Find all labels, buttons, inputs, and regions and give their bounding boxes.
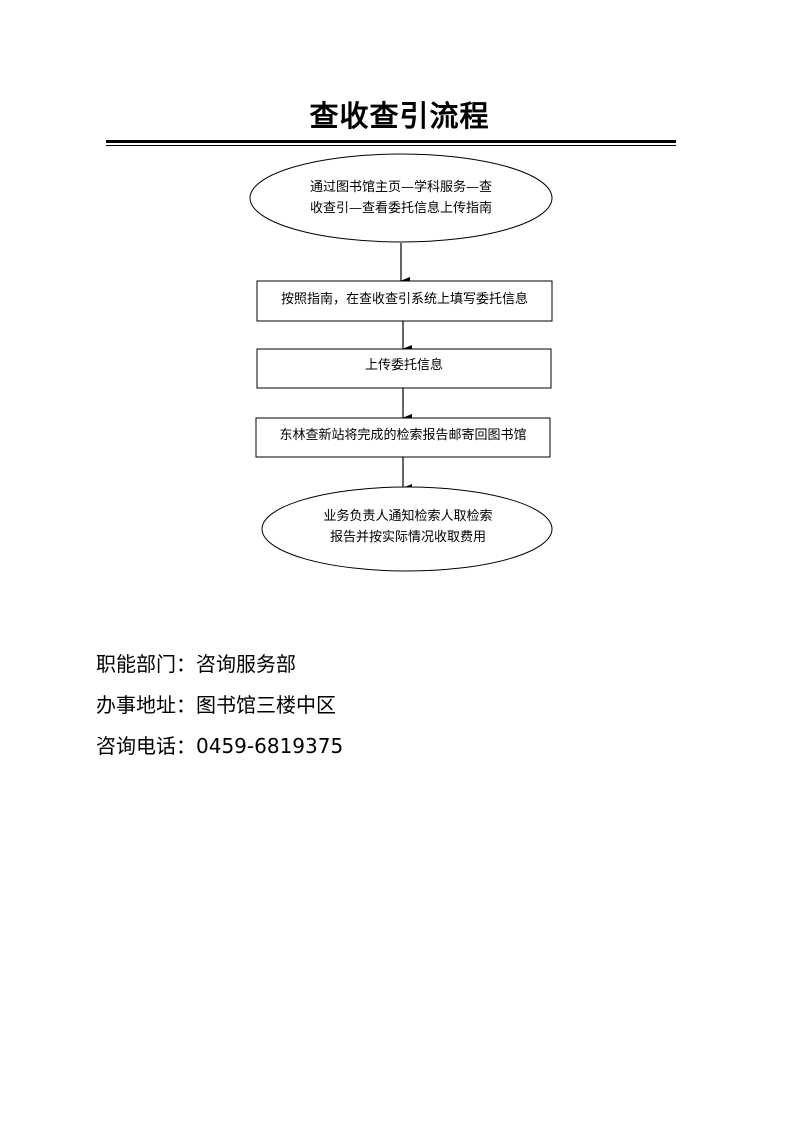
start-node-line2: 收查引—查看委托信息上传指南: [309, 201, 492, 216]
phone-value: 0459-6819375: [196, 734, 344, 758]
phone-label: 咨询电话：: [96, 734, 196, 758]
step1-label: 按照指南，在查收查引系统上填写委托信息: [280, 291, 528, 307]
end-node-line2: 报告并按实际情况收取费用: [329, 530, 486, 545]
address-label: 办事地址：: [96, 693, 196, 717]
end-node-text: 业务负责人通知检索人取检索 报告并按实际情况收取费用: [270, 499, 546, 555]
phone-line: 咨询电话：0459-6819375: [96, 732, 343, 760]
start-node-line1: 通过图书馆主页—学科服务—查: [309, 180, 492, 195]
address-line: 办事地址：图书馆三楼中区: [96, 691, 336, 719]
title-rule-thin: [106, 145, 676, 146]
step2-box: [256, 348, 552, 389]
page-title: 查收查引流程: [309, 99, 490, 133]
department-line: 职能部门：咨询服务部: [96, 650, 296, 678]
address-value: 图书馆三楼中区: [196, 693, 336, 717]
title-rule-thick: [106, 140, 676, 143]
department-label: 职能部门：: [96, 652, 196, 676]
step1-text: 按照指南，在查收查引系统上填写委托信息: [257, 281, 552, 317]
department-value: 咨询服务部: [196, 652, 296, 676]
step3-text: 东林查新站将完成的检索报告邮寄回图书馆: [256, 418, 550, 452]
end-ellipse: [261, 486, 553, 572]
step2-text: 上传委托信息: [257, 349, 551, 382]
start-node-text: 通过图书馆主页—学科服务—查 收查引—查看委托信息上传指南: [260, 166, 542, 230]
end-node-line1: 业务负责人通知检索人取检索: [323, 509, 493, 524]
step3-box: [255, 417, 551, 458]
step2-label: 上传委托信息: [364, 358, 443, 373]
step1-box: [256, 280, 553, 322]
step3-label: 东林查新站将完成的检索报告邮寄回图书馆: [279, 427, 527, 443]
start-ellipse: [249, 153, 553, 243]
